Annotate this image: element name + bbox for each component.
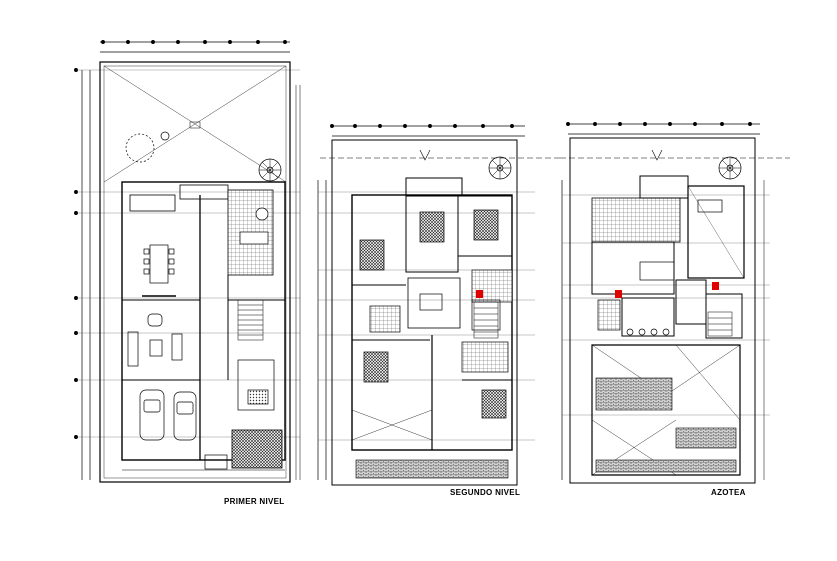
plan-first-floor <box>74 40 301 483</box>
title-second-floor: SEGUNDO NIVEL <box>450 488 521 497</box>
car-icon <box>139 389 197 441</box>
dining-table-icon <box>143 244 175 284</box>
plan-roof <box>560 122 790 484</box>
plan-second-floor <box>317 124 560 486</box>
axis-markers-top <box>101 40 287 44</box>
red-marker <box>476 290 483 298</box>
bed-icon <box>359 209 507 419</box>
spiral-stair-icon <box>258 158 282 182</box>
title-roof: AZOTEA <box>711 488 746 497</box>
title-first-floor: PRIMER NIVEL <box>224 497 285 506</box>
stair-icon <box>237 299 264 341</box>
